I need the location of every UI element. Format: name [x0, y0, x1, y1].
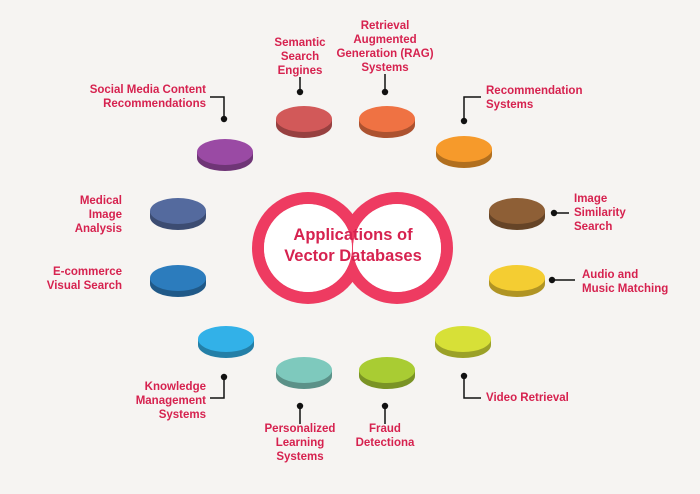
label-social: Social Media Content Recommendations: [90, 83, 206, 111]
disc-top-audio: [489, 265, 545, 291]
label-learning-line3: Systems: [276, 451, 324, 463]
label-social-line1: Social Media Content: [89, 84, 206, 96]
connector-video: [463, 376, 481, 399]
connector-dot-social: [220, 115, 228, 123]
label-audio-line2: Music Matching: [582, 283, 669, 295]
label-fraud: Fraud Detectiona: [345, 422, 425, 450]
connector-dot-image: [550, 209, 558, 217]
connector-social: [210, 96, 225, 119]
label-fraud-line1: Fraud: [369, 423, 401, 435]
center-title: Applications of Vector Databases: [240, 225, 466, 267]
disc-top-medical: [150, 198, 206, 224]
label-recommendation-line1: Recommendation: [486, 85, 583, 97]
label-medical-line2: Image: [88, 209, 122, 221]
label-rag-line3: Generation (RAG): [336, 48, 434, 60]
disc-ecommerce: [150, 265, 206, 297]
disc-top-recommendation: [436, 136, 492, 162]
disc-top-video: [435, 326, 491, 352]
label-knowledge-line3: Systems: [158, 409, 206, 421]
label-fraud-line2: Detectiona: [355, 437, 415, 449]
center-title-line1: Applications of: [293, 226, 413, 244]
disc-knowledge: [198, 326, 254, 358]
disc-top-knowledge: [198, 326, 254, 352]
label-medical-line1: Medical: [79, 195, 122, 207]
label-rag-line1: Retrieval: [360, 20, 410, 32]
disc-top-image: [489, 198, 545, 224]
disc-tokens: [150, 106, 545, 389]
connector-knowledge: [210, 377, 225, 399]
connector-dot-semantic: [296, 88, 304, 96]
connector-dot-knowledge: [220, 373, 228, 381]
label-rag-line2: Augmented: [353, 34, 417, 46]
label-image-line1: Image: [574, 193, 608, 205]
disc-audio: [489, 265, 545, 297]
label-semantic: Semantic Search Engines: [260, 36, 340, 78]
label-learning: Personalized Learning Systems: [250, 422, 350, 464]
label-audio-line1: Audio and: [582, 269, 639, 281]
label-ecommerce: E-commerce Visual Search: [47, 265, 122, 293]
label-video: Video Retrieval: [486, 391, 569, 405]
disc-top-learning: [276, 357, 332, 383]
connector-dot-recommendation: [460, 117, 468, 125]
label-learning-line1: Personalized: [264, 423, 336, 435]
label-audio: Audio and Music Matching: [582, 268, 668, 296]
disc-top-fraud: [359, 357, 415, 383]
label-semantic-line3: Engines: [277, 65, 323, 77]
disc-semantic: [276, 106, 332, 138]
label-rag-line4: Systems: [361, 62, 409, 74]
connector-dot-learning: [296, 402, 304, 410]
connector-dot-rag: [381, 88, 389, 96]
label-knowledge-line1: Knowledge: [144, 381, 206, 393]
label-image-line2: Similarity: [574, 207, 626, 219]
disc-fraud: [359, 357, 415, 389]
label-image-line3: Search: [574, 221, 613, 233]
connector-dot-audio: [548, 276, 556, 284]
disc-video: [435, 326, 491, 358]
disc-medical: [150, 198, 206, 230]
label-rag: Retrieval Augmented Generation (RAG) Sys…: [330, 19, 440, 75]
connector-dot-video: [460, 372, 468, 380]
connector-dots: [220, 88, 558, 410]
center-ring: [252, 192, 453, 304]
label-ecommerce-line2: Visual Search: [46, 280, 122, 292]
center-title-line2: Vector Databases: [284, 247, 422, 265]
disc-learning: [276, 357, 332, 389]
center-ring-inner-left: [264, 204, 352, 292]
disc-rag: [359, 106, 415, 138]
disc-recommendation: [436, 136, 492, 168]
label-knowledge: Knowledge Management Systems: [136, 380, 206, 422]
label-semantic-line1: Semantic: [274, 37, 326, 49]
disc-social: [197, 139, 253, 171]
label-medical: Medical Image Analysis: [75, 194, 122, 236]
label-medical-line3: Analysis: [74, 223, 122, 235]
disc-top-semantic: [276, 106, 332, 132]
connector-recommendation: [463, 96, 481, 121]
center-ring-inner-right: [353, 204, 441, 292]
label-video-line1: Video Retrieval: [486, 392, 569, 404]
label-knowledge-line2: Management: [135, 395, 206, 407]
label-recommendation-line2: Systems: [486, 99, 534, 111]
label-ecommerce-line1: E-commerce: [52, 266, 122, 278]
disc-top-social: [197, 139, 253, 165]
label-semantic-line2: Search: [280, 51, 320, 63]
disc-top-ecommerce: [150, 265, 206, 291]
label-recommendation: Recommendation Systems: [486, 84, 583, 112]
connector-dot-fraud: [381, 402, 389, 410]
label-learning-line2: Learning: [275, 437, 325, 449]
label-social-line2: Recommendations: [103, 98, 206, 110]
disc-image: [489, 198, 545, 230]
disc-top-rag: [359, 106, 415, 132]
label-image: Image Similarity Search: [574, 192, 626, 234]
